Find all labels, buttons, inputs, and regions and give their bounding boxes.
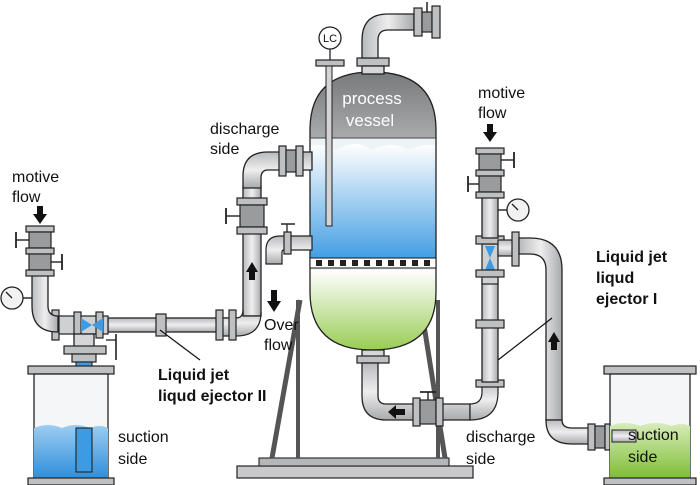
process-vessel-label-line2: vessel (346, 111, 394, 130)
right-suction-tank (603, 365, 697, 485)
pressure-gauge-icon (0, 286, 24, 310)
motive-flow-right-line1: motive (478, 85, 525, 102)
suction-side-left-line1: suction (118, 429, 169, 446)
level-controller-icon (315, 26, 345, 227)
lc-label: LC (323, 33, 337, 45)
suction-side-right-line1: suction (628, 427, 679, 444)
ejector-i-line1: Liquid jet (596, 249, 668, 266)
overflow-line2: flow (264, 337, 293, 354)
ejector-ii-leader (159, 329, 201, 361)
ejector-i-line2: liqud (596, 270, 634, 287)
vessel-stand (236, 299, 474, 479)
overflow-line1: Over (264, 317, 299, 334)
overflow-pipe (265, 223, 313, 312)
ejector-i-line3: ejector I (596, 291, 657, 308)
ejector-ii-line1: Liquid jet (158, 367, 230, 384)
motive-flow-left-line1: motive (12, 169, 59, 186)
discharge-side-bottom-line2: side (466, 451, 495, 468)
motive-flow-left-line2: flow (12, 189, 41, 206)
left-suction-tank (27, 365, 115, 485)
left-discharge-pipe (225, 145, 313, 317)
process-vessel-label-line1: process (342, 89, 402, 108)
discharge-side-top-line2: side (210, 141, 239, 158)
motive-flow-right-line2: flow (478, 105, 507, 122)
discharge-side-bottom-line1: discharge (466, 429, 535, 446)
ejector-ii-assembly (15, 206, 262, 341)
ejector-i-leader (497, 317, 553, 361)
suction-side-left-line2: side (118, 451, 147, 468)
ejector-ii-line2: liqud ejector II (158, 388, 266, 405)
discharge-side-top-line1: discharge (210, 121, 279, 138)
top-outlet-pipe (361, 2, 441, 59)
ejector-i-assembly (467, 124, 613, 451)
bottom-discharge-pipe (361, 362, 505, 427)
pressure-gauge-icon (506, 198, 530, 222)
suction-side-right-line2: side (628, 449, 657, 466)
